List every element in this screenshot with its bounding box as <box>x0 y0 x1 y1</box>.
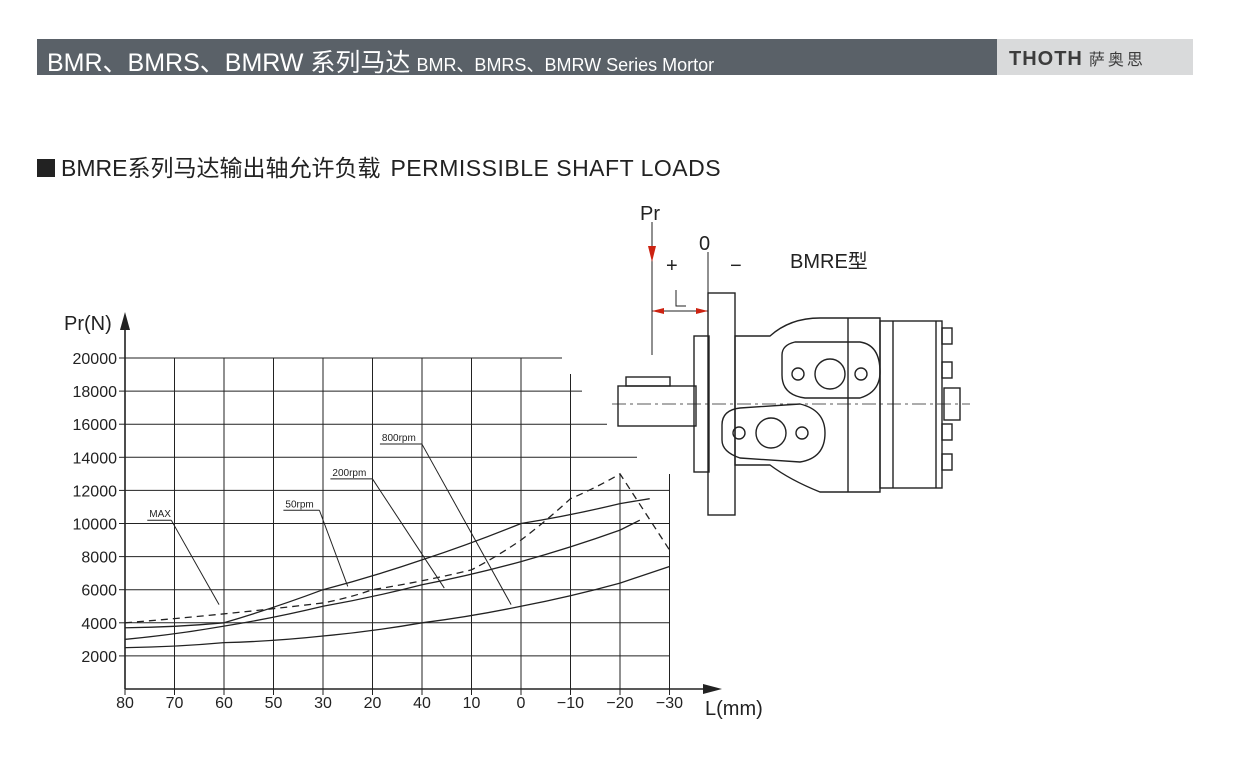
bolt-head-1 <box>941 327 953 345</box>
x-tick-label: 80 <box>116 695 134 712</box>
x-tick-label: −20 <box>606 695 633 712</box>
square-bullet-icon <box>37 159 55 177</box>
brand-name: THOTH <box>1009 48 1083 70</box>
series-line-max <box>124 472 671 624</box>
x-tick-label: 10 <box>463 695 481 712</box>
x-tick-label: 0 <box>517 695 526 712</box>
leader-line <box>421 443 512 605</box>
section-title-en: PERMISSIBLE SHAFT LOADS <box>390 155 722 181</box>
curve-label-800rpm: 800rpm <box>382 433 416 444</box>
y-axis-label: Pr(N) <box>64 313 112 335</box>
brand-name-cn: 萨奥思 <box>1088 52 1146 69</box>
x-axis-label: L(mm) <box>705 698 763 720</box>
y-tick-label: 4000 <box>81 616 117 633</box>
port-b-bolt-right <box>795 426 809 440</box>
brand-bar: THOTH 萨奥思 <box>997 39 1193 75</box>
x-tick-label: −30 <box>656 695 683 712</box>
leader-line <box>372 478 445 589</box>
x-tick-label: 50 <box>265 695 283 712</box>
motor-body <box>734 317 881 493</box>
brand-logo: THOTH 萨奥思 <box>1009 46 1146 71</box>
y-tick-label: 12000 <box>73 483 118 500</box>
y-tick-label: 6000 <box>81 583 117 600</box>
port-b-bolt-left <box>732 426 746 440</box>
port-a <box>814 358 846 390</box>
curve-label-leaders: MAX 50rpm 200rpm 800rpm <box>147 433 512 605</box>
dim-arrow-right-icon <box>696 308 708 314</box>
bolt-head-4 <box>941 453 953 471</box>
minus-label: − <box>730 255 742 277</box>
y-tick-label: 20000 <box>73 351 118 368</box>
motor-drawing <box>612 222 970 516</box>
pr-label: Pr <box>640 203 660 225</box>
port-a-bolt-right <box>854 367 868 381</box>
l-marker <box>675 290 686 307</box>
x-tick-label: 20 <box>364 695 382 712</box>
leader-line <box>318 510 349 587</box>
rear-housing <box>879 320 943 489</box>
port-b <box>755 417 787 449</box>
leader-line <box>170 519 220 605</box>
dim-arrow-left-icon <box>652 308 664 314</box>
x-tick-label: 60 <box>215 695 233 712</box>
x-tick-label: 40 <box>413 695 431 712</box>
y-tick-label: 16000 <box>73 417 118 434</box>
y-tick-label: 10000 <box>73 517 118 534</box>
x-tick-label: 30 <box>314 695 332 712</box>
bolt-head-2 <box>941 361 953 379</box>
bolt-head-3 <box>941 423 953 441</box>
output-shaft <box>617 385 697 427</box>
header-title-cn: BMR、BMRS、BMRW 系列马达 <box>47 49 411 77</box>
y-tick-label: 18000 <box>73 384 118 401</box>
header-title-en: BMR、BMRS、BMRW Series Mortor <box>416 55 715 75</box>
curve-label-50rpm: 50rpm <box>285 499 313 510</box>
y-tick-label: 14000 <box>73 450 118 467</box>
port-a-bolt-left <box>791 367 805 381</box>
section-title-cn: BMRE系列马达输出轴允许负载 <box>61 155 381 181</box>
zero-label: 0 <box>699 233 710 255</box>
x-axis-arrow <box>703 684 722 694</box>
section-title: BMRE系列马达输出轴允许负载 PERMISSIBLE SHAFT LOADS <box>37 149 721 183</box>
plus-label: + <box>666 255 678 277</box>
series-line-800rpm <box>124 565 670 649</box>
chart-curves <box>124 472 671 649</box>
curve-label-200rpm: 200rpm <box>332 468 366 479</box>
port-flange-bottom <box>721 403 826 463</box>
x-tick-label: 70 <box>166 695 184 712</box>
y-tick-label: 2000 <box>81 649 117 666</box>
port-flange-top <box>781 341 881 399</box>
curve-label-max: MAX <box>149 509 171 520</box>
y-tick-label: 8000 <box>81 550 117 567</box>
x-tick-label: −10 <box>557 695 584 712</box>
chart-grid <box>125 357 670 689</box>
load-arrow-icon <box>648 246 656 262</box>
model-label: BMRE型 <box>790 250 868 273</box>
shaft-key <box>625 376 671 387</box>
chart-ticks: 2000 4000 6000 8000 10000 12000 14000 16000 1800… <box>73 351 684 712</box>
series-line-200rpm <box>124 519 641 640</box>
y-axis-arrow <box>120 312 130 330</box>
